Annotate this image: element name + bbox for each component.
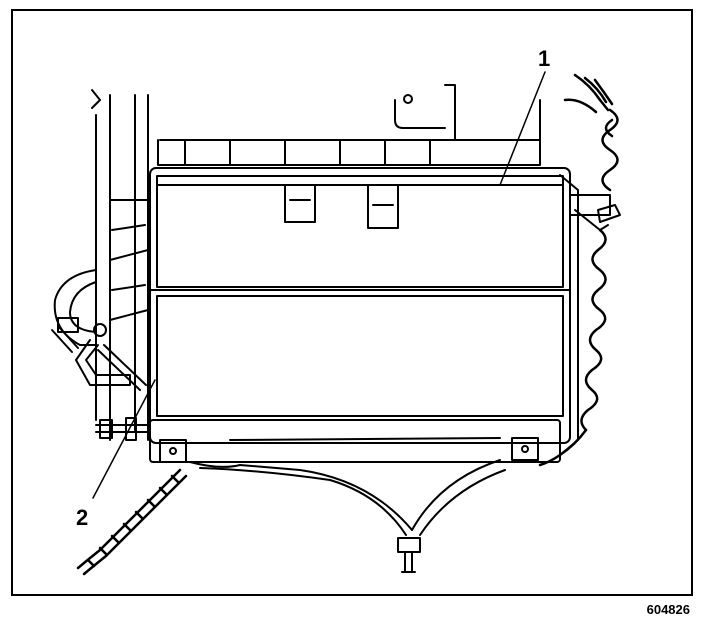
coiled-harness-right [538, 73, 619, 467]
figure-frame [11, 9, 693, 596]
left-conduit [76, 468, 188, 576]
figure-id: 604826 [646, 602, 690, 617]
callout-1: 1 [538, 46, 550, 71]
heater-core-case [95, 167, 571, 463]
left-frame [91, 89, 149, 441]
blower-motor [51, 269, 147, 391]
bottom-harness [189, 459, 506, 573]
dash-housing [157, 84, 541, 166]
leader-lines [92, 71, 546, 499]
callout-2: 2 [76, 505, 88, 530]
